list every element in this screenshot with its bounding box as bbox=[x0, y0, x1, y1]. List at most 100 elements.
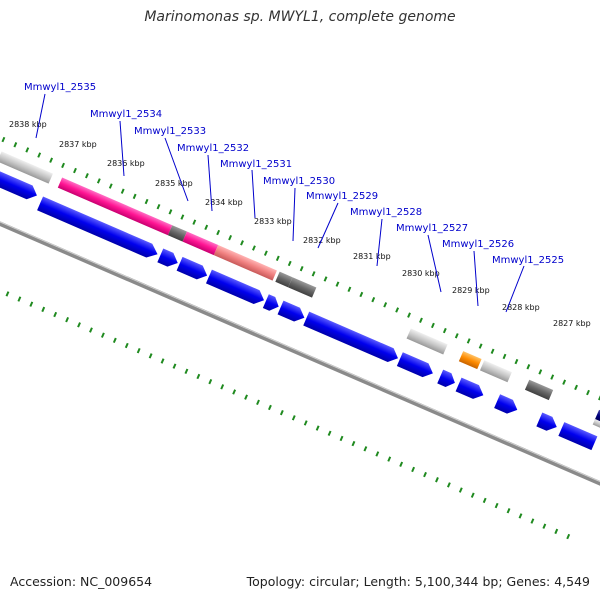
accession-label: Accession: NC_009654 bbox=[10, 574, 153, 589]
gc-tick bbox=[431, 322, 435, 329]
gc-tick bbox=[530, 518, 535, 524]
cds-arrow-2533[interactable] bbox=[157, 248, 180, 270]
gene-label-2525[interactable]: Mmwyl1_2525 bbox=[492, 255, 564, 266]
cds-arrow-2531[interactable] bbox=[205, 269, 267, 308]
gc-tick bbox=[275, 255, 280, 262]
gc-tick bbox=[279, 409, 284, 416]
position-label-2834: 2834 kbp bbox=[205, 198, 243, 207]
gc-tick bbox=[303, 420, 308, 426]
cds-arrow-2532[interactable] bbox=[176, 256, 210, 283]
gene-label-2531[interactable]: Mmwyl1_2531 bbox=[220, 159, 292, 170]
cds-arrow-2530[interactable] bbox=[262, 294, 282, 313]
cds-arrow-2526b[interactable] bbox=[455, 377, 487, 402]
gc-tick bbox=[363, 446, 368, 452]
feature-gray-2535[interactable] bbox=[0, 151, 53, 184]
gc-tick bbox=[256, 399, 260, 405]
leader-line-2535 bbox=[35, 93, 46, 139]
gc-tick bbox=[574, 384, 578, 391]
gc-tick bbox=[458, 487, 463, 493]
gc-tick bbox=[423, 471, 427, 478]
gc-tick bbox=[538, 369, 543, 375]
leader-line-2533 bbox=[164, 137, 189, 202]
gene-label-2530[interactable]: Mmwyl1_2530 bbox=[263, 176, 335, 187]
gene-label-2526[interactable]: Mmwyl1_2526 bbox=[442, 239, 514, 250]
cds-arrow-2523[interactable] bbox=[558, 422, 598, 451]
gc-tick bbox=[554, 528, 559, 535]
cds-arrow-2525[interactable] bbox=[494, 394, 520, 417]
gc-tick bbox=[315, 425, 320, 431]
cds-arrow-2524[interactable] bbox=[536, 412, 559, 434]
gc-tick bbox=[100, 332, 105, 338]
feature-orange-2526[interactable] bbox=[458, 351, 482, 370]
gc-tick bbox=[240, 240, 244, 246]
gc-tick bbox=[96, 178, 101, 184]
feature-gray-2527[interactable] bbox=[406, 328, 448, 355]
cds-arrow-2527[interactable] bbox=[396, 352, 436, 380]
gc-tick bbox=[120, 188, 125, 194]
gene-label-2535[interactable]: Mmwyl1_2535 bbox=[24, 82, 96, 93]
gc-tick bbox=[287, 260, 292, 267]
gene-label-2533[interactable]: Mmwyl1_2533 bbox=[134, 126, 206, 137]
gc-tick bbox=[566, 533, 571, 540]
gene-label-2534[interactable]: Mmwyl1_2534 bbox=[90, 109, 162, 120]
gc-tick bbox=[268, 404, 272, 411]
gc-tick bbox=[89, 327, 93, 333]
feature-pink-2534[interactable] bbox=[57, 177, 173, 236]
position-label-2827: 2827 kbp bbox=[553, 319, 591, 328]
gene-label-2532[interactable]: Mmwyl1_2532 bbox=[177, 143, 249, 154]
gc-tick bbox=[252, 245, 256, 251]
genome-band bbox=[0, 136, 600, 540]
gc-tick bbox=[61, 162, 65, 169]
gc-tick bbox=[184, 368, 189, 375]
feature-darkgray-2533[interactable] bbox=[167, 225, 187, 242]
gc-tick bbox=[13, 142, 18, 148]
gc-tick bbox=[77, 322, 81, 328]
cds-arrow-2528[interactable] bbox=[303, 311, 401, 365]
gc-tick bbox=[244, 394, 248, 400]
gc-tick bbox=[17, 296, 22, 302]
feature-darkgray-2530b[interactable] bbox=[288, 277, 317, 298]
genome-backbone bbox=[0, 198, 600, 493]
gc-tick bbox=[172, 363, 177, 369]
feature-darkgray-2525[interactable] bbox=[524, 379, 554, 401]
gc-tick bbox=[518, 513, 523, 519]
gc-skew-ticks-lower bbox=[5, 291, 571, 540]
leader-line-2530 bbox=[292, 187, 296, 242]
gc-tick bbox=[490, 348, 495, 354]
gc-tick bbox=[132, 193, 137, 200]
cds-arrow-2535[interactable] bbox=[0, 156, 40, 203]
cds-arrow-2529[interactable] bbox=[277, 300, 308, 325]
gc-tick bbox=[351, 440, 356, 447]
position-label-2838: 2838 kbp bbox=[9, 120, 47, 129]
gene-label-2527[interactable]: Mmwyl1_2527 bbox=[396, 223, 468, 234]
gc-tick bbox=[347, 286, 352, 292]
gc-tick bbox=[502, 353, 507, 360]
cds-arrow-2526[interactable] bbox=[437, 369, 458, 390]
map-title: Marinomonas sp. MWYL1, complete genome bbox=[144, 9, 456, 25]
gc-skew-ticks-upper bbox=[1, 136, 600, 401]
feature-gray-2526b[interactable] bbox=[479, 360, 512, 383]
genome-stats-label: Topology: circular; Length: 5,100,344 bp… bbox=[246, 574, 590, 589]
gc-tick bbox=[335, 281, 340, 287]
cds-arrow-2534[interactable] bbox=[37, 196, 160, 262]
gc-tick bbox=[442, 327, 447, 334]
gc-tick bbox=[108, 183, 113, 189]
gc-tick bbox=[208, 378, 213, 385]
feature-pink-2532[interactable] bbox=[182, 231, 219, 256]
feature-darkgray-2530[interactable] bbox=[275, 271, 293, 288]
gc-tick bbox=[542, 523, 547, 529]
gene-label-2528[interactable]: Mmwyl1_2528 bbox=[350, 207, 422, 218]
gc-tick bbox=[466, 338, 471, 344]
gc-tick bbox=[383, 302, 388, 308]
feature-salmon-2531[interactable] bbox=[213, 245, 277, 281]
gc-tick bbox=[228, 234, 232, 241]
gene-label-2529[interactable]: Mmwyl1_2529 bbox=[306, 191, 378, 202]
leader-line-2534 bbox=[119, 120, 125, 177]
gc-tick bbox=[339, 435, 344, 442]
gc-tick bbox=[494, 502, 499, 509]
gene-leader-lines bbox=[35, 93, 525, 313]
gc-tick bbox=[263, 250, 268, 256]
feature-gray-2524b[interactable] bbox=[592, 419, 600, 433]
gc-tick bbox=[506, 508, 511, 514]
